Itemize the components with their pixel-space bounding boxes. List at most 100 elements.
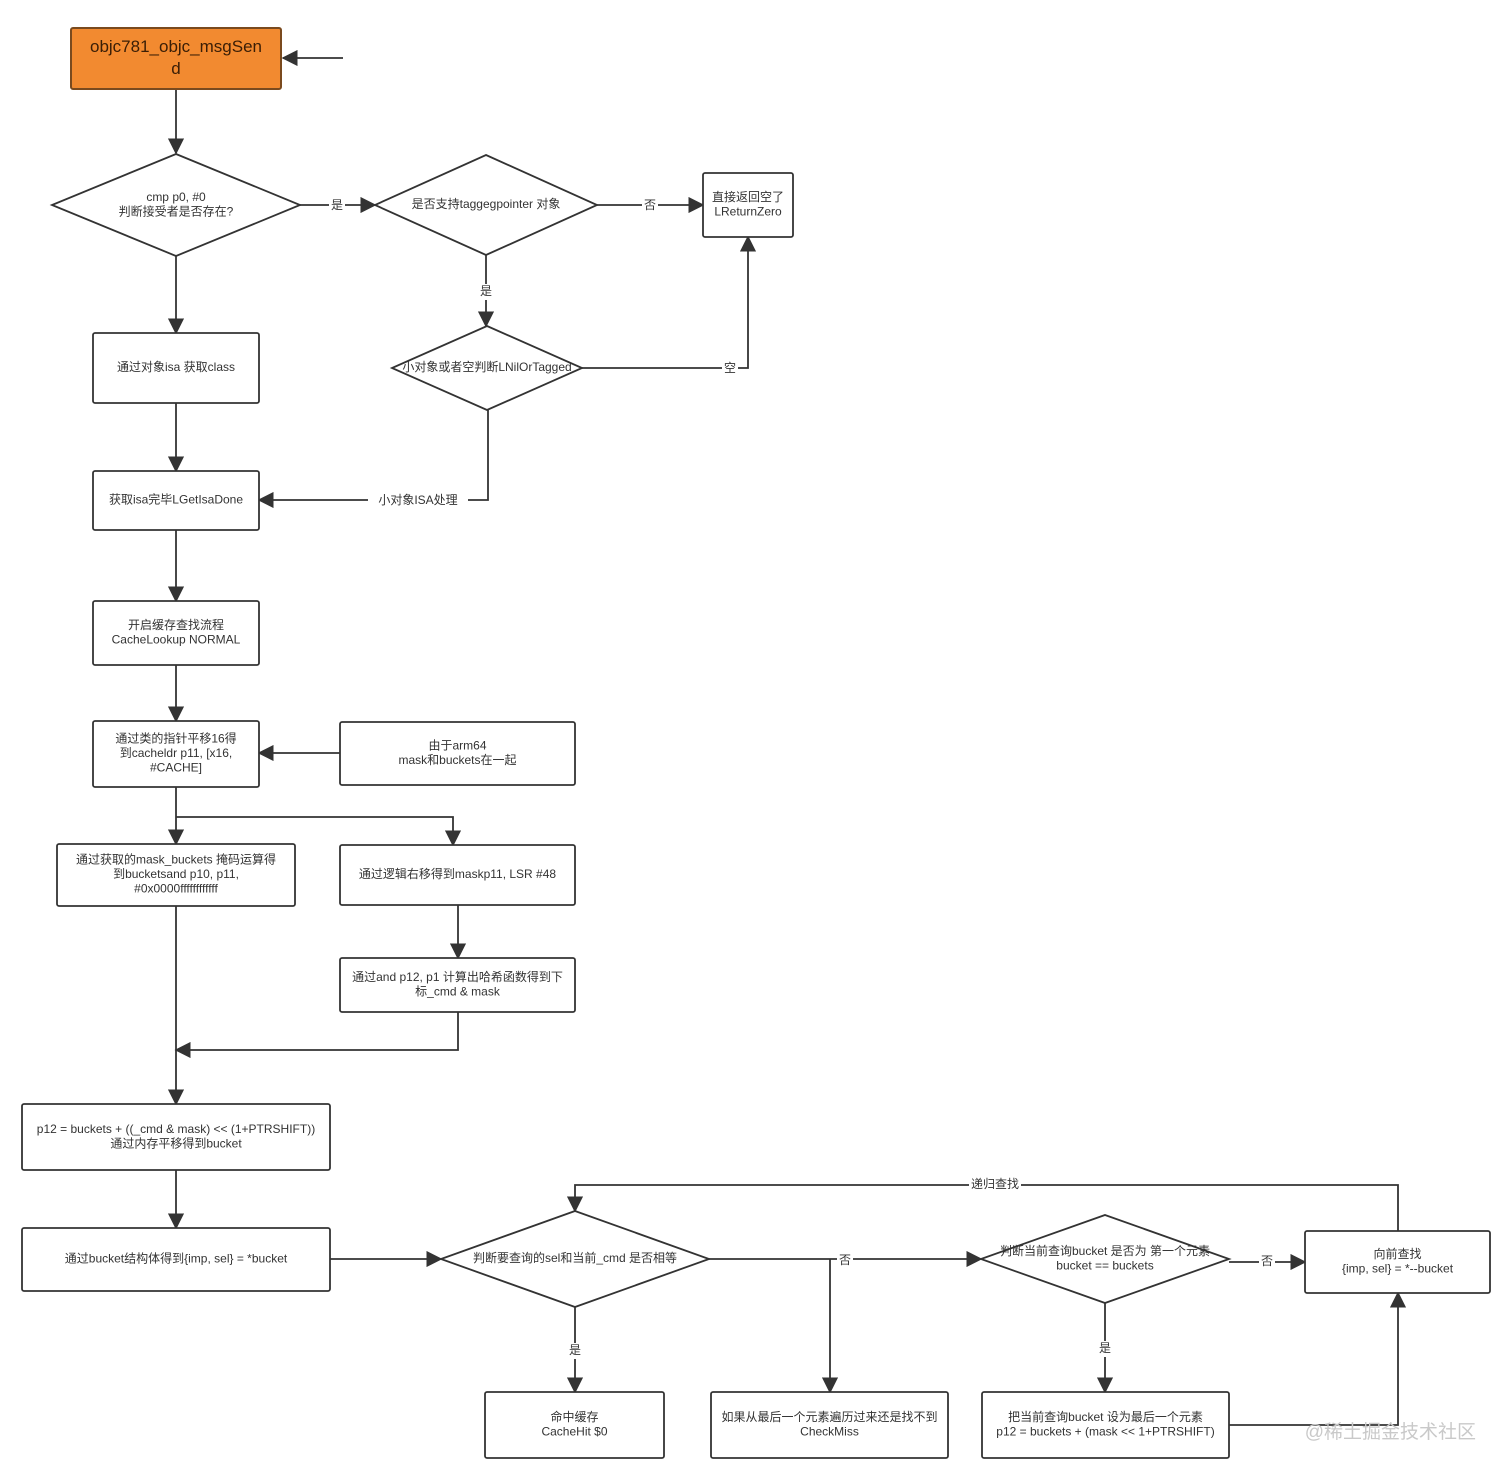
node-check-miss-line-2: CheckMiss xyxy=(800,1424,859,1438)
edge-label-small-isa-text: 小对象ISA处理 xyxy=(378,493,457,507)
node-get-class: 通过对象isa 获取class xyxy=(92,332,260,404)
node-nil-or-tagged-diamond xyxy=(389,325,585,411)
node-arm64-note-line-1: 由于arm64 xyxy=(428,738,486,752)
node-class-ptr-shift-line-2: 到cacheldr p11, [x16, xyxy=(120,746,233,760)
edge-shift-to-logic xyxy=(176,816,462,847)
node-logic-shift-box xyxy=(339,844,576,906)
node-get-isa-done-line-1: 获取isa完毕LGetIsaDone xyxy=(109,492,243,507)
node-logic-shift: 通过逻辑右移得到maskp11, LSR #48 xyxy=(339,844,576,906)
edge-label-no-1: 否 xyxy=(642,198,658,214)
node-check-miss-box xyxy=(710,1391,949,1459)
node-forward-search-line-2: {imp, sel} = *--bucket xyxy=(1342,1261,1454,1275)
edge-label-no-2-text: 否 xyxy=(839,1253,851,1267)
edges-layer xyxy=(167,49,1407,1426)
node-set-last-line-1: 把当前查询bucket 设为最后一个元素 xyxy=(1008,1409,1203,1424)
node-start-box xyxy=(70,27,282,90)
edge-label-yes-4-text: 是 xyxy=(1099,1341,1111,1355)
edge-label-recursive-text: 递归查找 xyxy=(971,1177,1019,1191)
node-mask-buckets-line-2: 到bucketsand p10, p11, xyxy=(113,867,239,881)
node-mask-buckets-line-1: 通过获取的mask_buckets 掩码运算得 xyxy=(76,852,276,867)
node-bucket-struct-line-1: 通过bucket结构体得到{imp, sel} = *bucket xyxy=(65,1251,288,1266)
node-tagged-support: 是否支持taggegpointer 对象 xyxy=(372,154,600,256)
node-bucket-struct-box xyxy=(21,1227,331,1292)
node-cache-hit-box xyxy=(484,1391,665,1459)
node-tagged-support-diamond xyxy=(372,154,600,256)
node-nil-or-tagged-line-1: 小对象或者空判断LNilOrTagged xyxy=(402,359,571,374)
node-check-receiver-line-1: cmp p0, #0 xyxy=(146,190,206,204)
node-cache-lookup-box xyxy=(92,600,260,666)
edge-label-no-3: 否 xyxy=(1259,1254,1275,1270)
node-hash-index-line-2: 标_cmd & mask xyxy=(415,984,501,998)
node-get-class-line-1: 通过对象isa 获取class xyxy=(117,360,235,374)
node-forward-search: 向前查找{imp, sel} = *--bucket xyxy=(1304,1230,1491,1294)
node-start-line-1: objc781_objc_msgSen xyxy=(90,37,262,56)
node-first-element-diamond xyxy=(978,1214,1232,1304)
node-cache-lookup-line-2: CacheLookup NORMAL xyxy=(112,632,241,646)
node-class-ptr-shift-line-1: 通过类的指针平移16得 xyxy=(115,731,236,746)
edge-label-empty: 空 xyxy=(722,361,738,377)
node-hash-index-box xyxy=(339,957,576,1013)
node-logic-shift-line-1: 通过逻辑右移得到maskp11, LSR #48 xyxy=(359,866,556,881)
node-sel-compare-line-1: 判断要查询的sel和当前_cmd 是否相等 xyxy=(473,1250,677,1265)
edge-label-empty-text: 空 xyxy=(724,361,736,375)
watermark: @稀土掘金技术社区 xyxy=(1304,1422,1476,1443)
node-sel-compare-diamond xyxy=(438,1210,712,1308)
edge-label-yes-2: 是 xyxy=(478,284,494,300)
edge-label-no-3-text: 否 xyxy=(1261,1254,1273,1268)
edge-label-yes-3: 是 xyxy=(567,1343,583,1359)
edge-label-yes-4: 是 xyxy=(1097,1341,1113,1357)
node-return-zero-line-2: LReturnZero xyxy=(714,204,782,218)
node-return-zero-box xyxy=(702,172,794,238)
node-start-line-2: d xyxy=(171,59,180,78)
node-bucket-offset: p12 = buckets + ((_cmd & mask) << (1+PTR… xyxy=(21,1103,331,1171)
node-first-element-line-2: bucket == buckets xyxy=(1056,1258,1153,1272)
node-forward-search-box xyxy=(1304,1230,1491,1294)
edge-label-no-1-text: 否 xyxy=(644,198,656,212)
edge-label-yes-1: 是 xyxy=(329,198,345,214)
node-class-ptr-shift-box xyxy=(92,720,260,788)
node-bucket-offset-line-2: 通过内存平移得到bucket xyxy=(110,1135,242,1150)
edge-nil-to-isa xyxy=(257,410,489,509)
node-bucket-struct: 通过bucket结构体得到{imp, sel} = *bucket xyxy=(21,1227,331,1292)
node-first-element-line-1: 判断当前查询bucket 是否为 第一个元素 xyxy=(1000,1243,1210,1258)
edge-label-no-2: 否 xyxy=(837,1253,853,1269)
node-mask-buckets-line-3: #0x0000ffffffffffff xyxy=(134,882,218,896)
node-tagged-support-line-1: 是否支持taggegpointer 对象 xyxy=(412,196,561,211)
node-mask-buckets-box xyxy=(56,843,296,907)
edge-label-yes-3-text: 是 xyxy=(569,1343,581,1357)
edge-label-small-isa: 小对象ISA处理 xyxy=(368,493,468,509)
node-arm64-note-box xyxy=(339,721,576,786)
node-cache-hit-line-2: CacheHit $0 xyxy=(541,1424,607,1438)
node-get-isa-done-box xyxy=(92,470,260,531)
edge-hash-to-main xyxy=(174,1012,459,1059)
node-return-zero-line-1: 直接返回空了 xyxy=(712,189,784,204)
edge-labels-layer: 是否是空小对象ISA处理否否是是递归查找 xyxy=(329,198,1275,1359)
node-set-last-line-2: p12 = buckets + (mask << 1+PTRSHIFT) xyxy=(996,1424,1214,1438)
node-check-receiver-line-2: 判断接受者是否存在? xyxy=(119,203,234,218)
node-hash-index-line-1: 通过and p12, p1 计算出哈希函数得到下 xyxy=(352,969,563,984)
node-cache-lookup-line-1: 开启缓存查找流程 xyxy=(128,617,224,632)
node-set-last-box xyxy=(981,1391,1230,1459)
node-get-class-box xyxy=(92,332,260,404)
edge-label-yes-2-text: 是 xyxy=(480,284,492,298)
node-class-ptr-shift-line-3: #CACHE] xyxy=(150,761,202,775)
edge-setlast-to-forward xyxy=(1229,1291,1407,1426)
node-arm64-note-line-2: mask和buckets在一起 xyxy=(398,753,516,767)
edge-label-yes-1-text: 是 xyxy=(331,198,343,212)
edge-label-recursive: 递归查找 xyxy=(969,1177,1021,1193)
node-bucket-offset-box xyxy=(21,1103,331,1171)
